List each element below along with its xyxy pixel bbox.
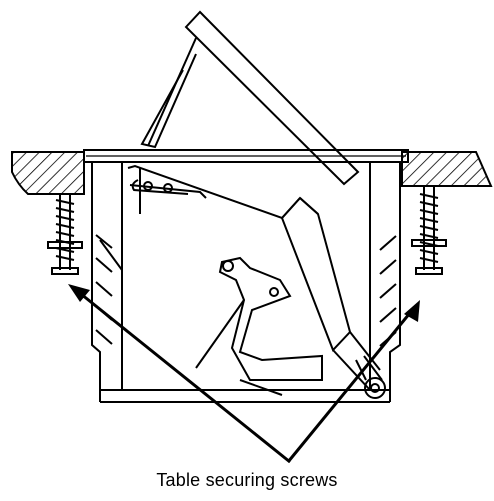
caption-label: Table securing screws: [156, 470, 338, 490]
cabinet-slots-left: [95, 234, 123, 345]
securing-screw-right: [411, 186, 447, 275]
motor-trunnion: [127, 164, 381, 391]
table-plate: [83, 149, 409, 163]
table-top-left: [11, 151, 85, 195]
pointer-arrow-left: [68, 284, 291, 464]
crank-mechanism: [195, 256, 323, 396]
cabinet-body: [91, 162, 401, 403]
pointer-arrow-right: [286, 300, 420, 463]
cabinet-slots-right: [379, 235, 397, 347]
securing-screw-left: [47, 194, 83, 275]
table-top-right: [401, 151, 493, 187]
blade-guard: [140, 10, 360, 186]
roller-wheel: [355, 355, 386, 399]
